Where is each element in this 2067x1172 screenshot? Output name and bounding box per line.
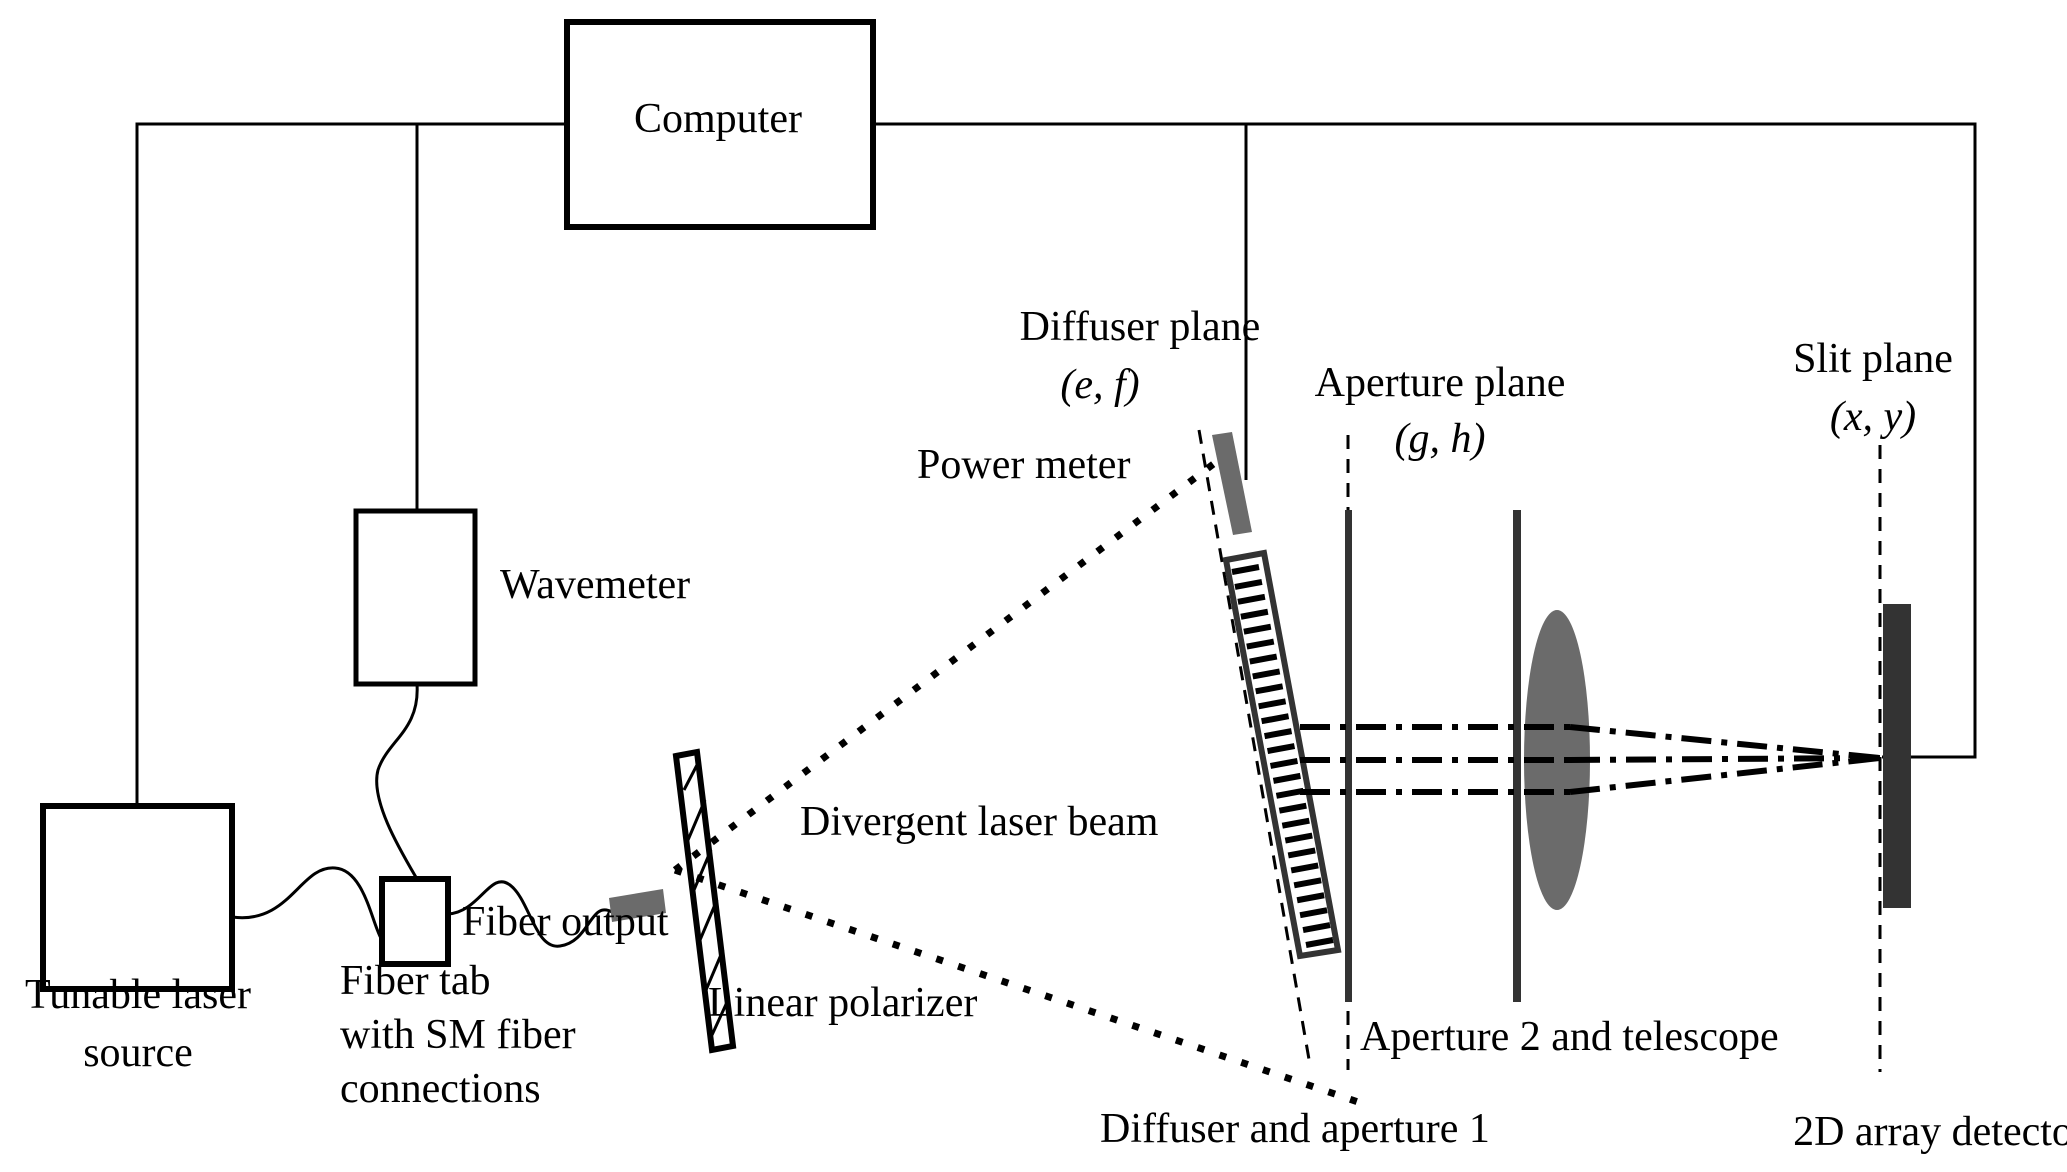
diffuser-slat: [1269, 758, 1299, 769]
diffuser-slat: [1264, 728, 1293, 740]
diffuser-slat: [1272, 772, 1301, 784]
aperture-plane-label-line2: (g, h): [1395, 416, 1486, 462]
laser-box: [40, 803, 235, 992]
linear-polarizer: [672, 748, 737, 1054]
control-wiring: [135, 122, 1977, 810]
diffuser-slat: [1237, 593, 1266, 605]
computer-label: Computer: [634, 96, 802, 142]
aperture-plane-label-line1: Aperture plane: [1315, 360, 1566, 406]
laser-label-line2: source: [83, 1030, 193, 1076]
diffuser-slat: [1246, 638, 1275, 650]
fiber-output-label: Fiber output: [462, 899, 669, 945]
divergent-laser-beam: [672, 441, 1372, 1110]
aperture-2-label: Aperture 2 and telescope: [1360, 1014, 1779, 1060]
diffuser-slat: [1243, 623, 1272, 635]
diffuser-slat: [1234, 578, 1263, 590]
fiber-output-connector: [609, 889, 666, 922]
diffuser-slat: [1231, 564, 1260, 575]
diffuser-slat: [1287, 847, 1316, 859]
diffuser-slat: [1281, 817, 1310, 829]
diffuser-slat: [1275, 787, 1304, 799]
power-meter: [1212, 432, 1252, 535]
diffuser: [1222, 549, 1342, 960]
diffuser-plane-line: [1197, 429, 1312, 1066]
diffuser-slat: [1252, 668, 1281, 680]
diffuser-plane-label-line2: (e, f): [1060, 362, 1139, 408]
computer-box: [564, 19, 876, 230]
fiber-tab-box: [379, 876, 451, 967]
collimated-beams: [1300, 724, 1881, 795]
aperture-1: [1345, 510, 1352, 1002]
aperture-2: [1513, 510, 1521, 1002]
fiber-tab-label-line1: Fiber tab: [340, 958, 490, 1004]
wavemeter-label: Wavemeter: [500, 562, 690, 608]
diffuser-aperture1-label: Diffuser and aperture 1: [1100, 1106, 1490, 1152]
diffuser-slat: [1290, 862, 1319, 874]
laser-label-line1: Tunable laser: [25, 972, 251, 1018]
diffuser-slat: [1240, 608, 1269, 620]
detector-label: 2D array detector: [1793, 1109, 2067, 1155]
diffuser-slat: [1302, 922, 1331, 934]
diffuser-slat: [1249, 653, 1278, 665]
diffuser-slat: [1299, 907, 1328, 919]
diffuser-slat: [1284, 832, 1313, 844]
diffuser-slat: [1305, 937, 1334, 948]
fiber-tab-label-line2: with SM fiber: [340, 1012, 576, 1058]
diffuser-slat: [1261, 713, 1290, 725]
optical-fibers: [231, 683, 613, 948]
divergent-beam-label: Divergent laser beam: [800, 799, 1159, 845]
diffuser-slat: [1266, 743, 1296, 754]
2d-array-detector: [1883, 604, 1911, 908]
power-meter-label: Power meter: [917, 442, 1130, 488]
wavemeter-box: [353, 508, 478, 687]
fiber-tab-label-line3: connections: [340, 1066, 541, 1112]
diffuser-plane-label-line1: Diffuser plane: [1020, 304, 1261, 350]
diffuser-slat: [1278, 802, 1307, 814]
slit-plane-label-line1: Slit plane: [1793, 336, 1953, 382]
diffuser-slat: [1258, 698, 1287, 710]
telescope-lens: [1524, 610, 1590, 910]
diffuser-slat: [1293, 877, 1322, 889]
diffuser-slat: [1296, 892, 1325, 904]
diffuser-slat: [1255, 683, 1284, 695]
slit-plane-label-line2: (x, y): [1830, 394, 1916, 440]
linear-polarizer-label: Linear polarizer: [708, 980, 977, 1026]
